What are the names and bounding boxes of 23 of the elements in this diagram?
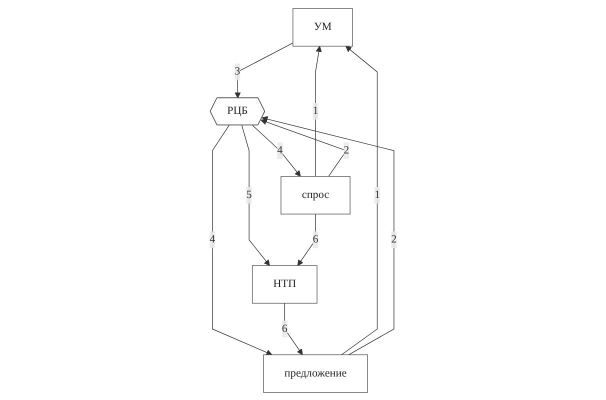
edge-label: 4 [209, 233, 215, 245]
node-box: предложение [263, 354, 368, 392]
node-box: УМ [292, 8, 353, 46]
edge-label: 4 [277, 144, 283, 156]
edge-label: 1 [312, 104, 318, 116]
arrow [212, 124, 272, 355]
edge-label: 3 [234, 65, 240, 78]
arrow [297, 213, 316, 266]
edge-label: 6 [312, 233, 318, 245]
node-box: спрос [280, 176, 350, 214]
edge-label: 6 [282, 322, 288, 334]
node-box: НТП [252, 264, 318, 304]
arrow [262, 116, 394, 355]
arrow [252, 124, 301, 176]
edge-label: 1 [374, 188, 380, 200]
arrow [234, 42, 294, 98]
arrow [315, 45, 322, 176]
arrow [241, 124, 270, 266]
edge-label: 2 [343, 144, 350, 156]
edge-label: 2 [391, 233, 397, 245]
arrow [284, 302, 303, 355]
arrow [341, 45, 378, 355]
edge-label: 5 [246, 188, 252, 200]
